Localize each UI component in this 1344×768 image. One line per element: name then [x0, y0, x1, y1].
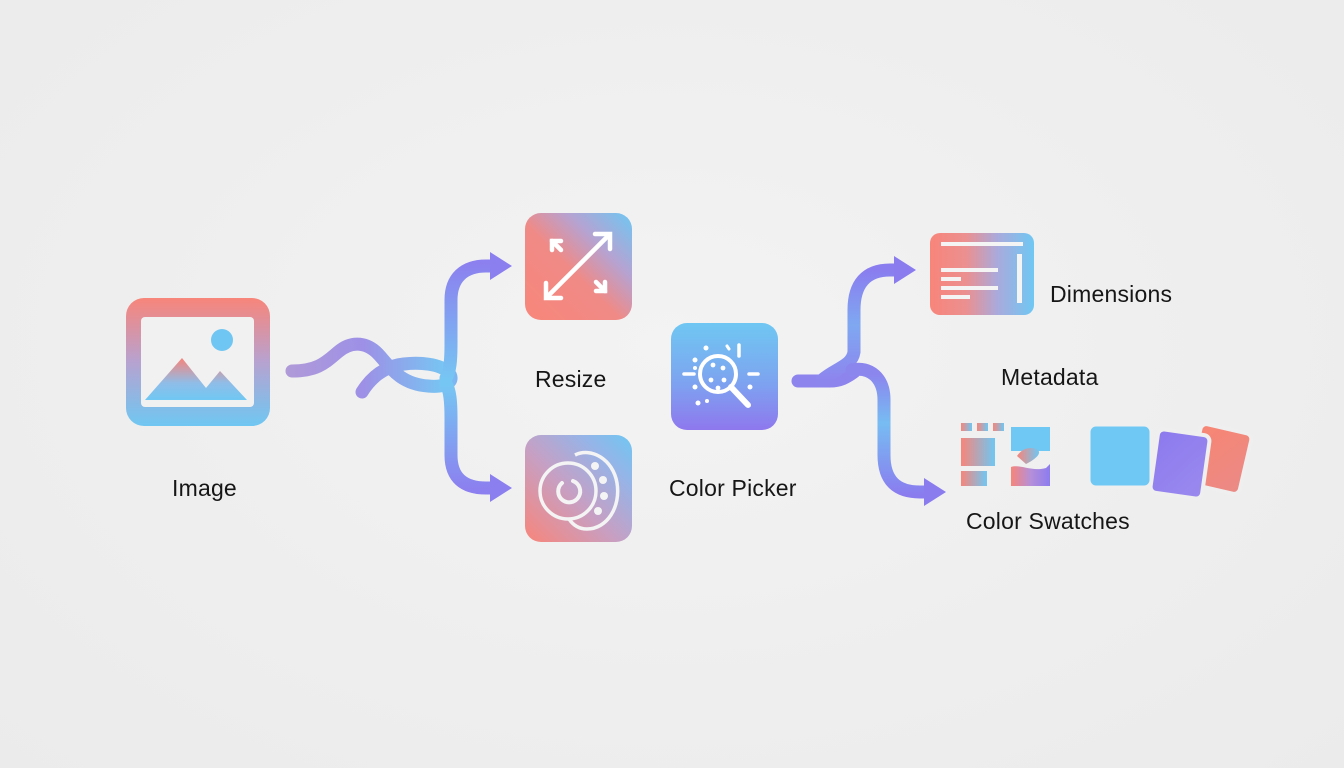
label-image: Image [172, 475, 237, 501]
node-color-palette[interactable] [525, 435, 632, 542]
label-resize: Resize [535, 366, 607, 392]
label-color-swatches: Color Swatches [966, 508, 1130, 534]
resize-arrows-icon [525, 213, 632, 320]
swatch-card-violet [1148, 427, 1212, 501]
edge-to-color-swatches [845, 362, 946, 506]
image-icon [126, 298, 270, 426]
arrowhead-icon [894, 256, 916, 284]
arrowhead-icon [490, 474, 512, 502]
swatch-card-blue [1087, 423, 1153, 489]
arrowhead-icon [924, 478, 946, 506]
swatch-cards-icon [961, 422, 1254, 501]
color-palette-disc-icon [525, 435, 632, 542]
label-color-picker: Color Picker [669, 475, 797, 501]
node-color-picker[interactable] [671, 323, 778, 430]
label-dimensions: Dimensions [1050, 281, 1173, 307]
edge-to-resize [439, 252, 512, 385]
arrowhead-icon [490, 252, 512, 280]
swatch-mosaic [961, 423, 1050, 486]
magnifier-color-picker-icon [671, 323, 778, 430]
label-metadata: Metadata [1001, 364, 1099, 390]
edge-to-dimensions [815, 256, 916, 387]
edge-to-palette [439, 377, 512, 502]
node-resize[interactable] [525, 213, 632, 320]
edge-color-picker-to-branch [791, 365, 861, 388]
document-lines-icon [930, 233, 1034, 315]
edge-image-to-branch [285, 337, 458, 399]
node-image[interactable] [126, 298, 270, 426]
node-color-swatches[interactable] [958, 420, 1258, 510]
node-dimensions[interactable] [930, 233, 1034, 315]
